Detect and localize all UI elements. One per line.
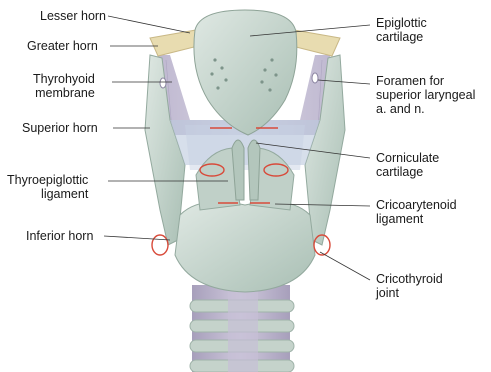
- label-foramen: Foramen for superior laryngeal a. and n.: [376, 74, 475, 116]
- label-cricothyroid-joint: Cricothyroid joint: [376, 272, 443, 300]
- label-greater-horn: Greater horn: [27, 39, 98, 53]
- label-lesser-horn: Lesser horn: [40, 9, 106, 23]
- label-inferior-horn: Inferior horn: [26, 229, 93, 243]
- foramen-left: [160, 78, 166, 88]
- label-thyrohyoid-membrane: Thyrohyoid membrane: [33, 72, 95, 100]
- label-epiglottic-cartilage: Epiglottic cartilage: [376, 16, 427, 44]
- label-superior-horn: Superior horn: [22, 121, 98, 135]
- epiglottis: [194, 10, 297, 135]
- label-thyroepiglottic-ligament: Thyroepiglottic ligament: [7, 173, 88, 201]
- label-cricoarytenoid-ligament: Cricoarytenoid ligament: [376, 198, 457, 226]
- trachea: [190, 285, 294, 372]
- foramen-right: [312, 73, 318, 83]
- label-corniculate-cartilage: Corniculate cartilage: [376, 151, 439, 179]
